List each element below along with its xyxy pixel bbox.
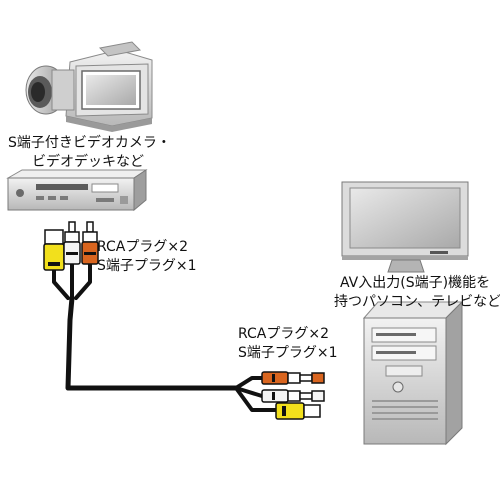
pc-label-line2: 持つパソコン、テレビなど [334, 294, 500, 310]
rca-plug-icon [261, 389, 325, 403]
plug-top-label: RCAプラグ×2 S端子プラグ×1 [97, 238, 197, 276]
plug-top-label-line2: S端子プラグ×1 [97, 258, 197, 274]
pc-label-line1: AV入出力(S端子)機能を [340, 275, 491, 291]
rca-plug-icon [63, 221, 81, 265]
camera-label-line1: S端子付きビデオカメラ・ [8, 135, 171, 151]
s-video-plug-icon [43, 229, 65, 271]
pc-tower-icon [362, 300, 464, 446]
camera-device-label: S端子付きビデオカメラ・ ビデオデッキなど [8, 134, 171, 172]
video-deck-icon [6, 169, 148, 212]
av-cable [52, 260, 278, 412]
pc-device-label: AV入出力(S端子)機能を 持つパソコン、テレビなど [334, 274, 500, 312]
plug-bottom-label-line2: S端子プラグ×1 [238, 345, 338, 361]
s-video-plug-icon [275, 402, 321, 420]
rca-plug-icon [261, 371, 325, 385]
plug-bottom-label-line1: RCAプラグ×2 [238, 326, 330, 342]
monitor-icon [341, 181, 469, 273]
plug-group-top [43, 221, 99, 271]
plug-bottom-label: RCAプラグ×2 S端子プラグ×1 [238, 325, 338, 363]
camera-label-line2: ビデオデッキなど [32, 154, 144, 170]
rca-plug-icon [81, 221, 99, 265]
plug-group-bottom [261, 371, 325, 420]
video-camera-icon [25, 41, 153, 132]
plug-top-label-line1: RCAプラグ×2 [97, 239, 189, 255]
